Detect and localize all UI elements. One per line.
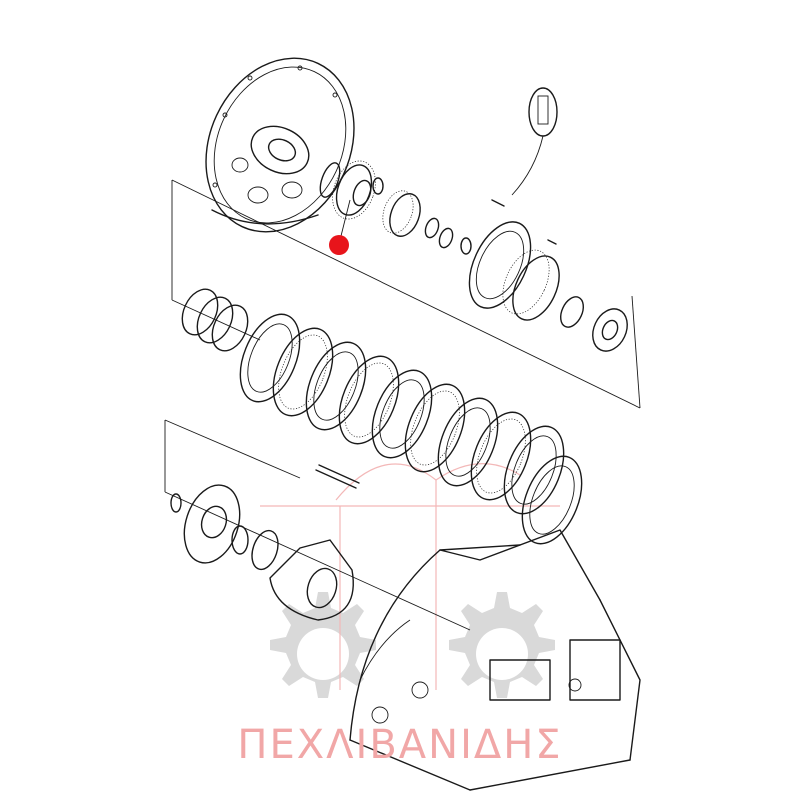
gear-icon bbox=[319, 160, 472, 255]
piston-icon bbox=[170, 484, 354, 621]
flywheel-housing-icon bbox=[205, 57, 355, 233]
grease-tube-icon bbox=[511, 87, 558, 196]
upper-frame bbox=[171, 179, 641, 409]
pin-icon bbox=[315, 464, 360, 489]
clutch-disc-stack bbox=[239, 313, 583, 545]
watermark-gear-left-icon bbox=[270, 592, 376, 698]
clutch-hub-icon bbox=[468, 221, 628, 352]
bolt-icon bbox=[491, 199, 557, 245]
selection-marker[interactable] bbox=[329, 199, 351, 255]
lower-frame bbox=[164, 419, 471, 631]
watermark-construction-lines bbox=[260, 463, 560, 690]
watermark-gear-right-icon bbox=[449, 592, 555, 698]
selection-dot-icon[interactable] bbox=[329, 235, 349, 255]
spring-set-icon bbox=[181, 288, 249, 352]
transmission-housing-icon bbox=[349, 529, 641, 791]
watermark-text: ΠΕΧΛΙΒΑΝΙΔΗΣ bbox=[237, 722, 563, 768]
